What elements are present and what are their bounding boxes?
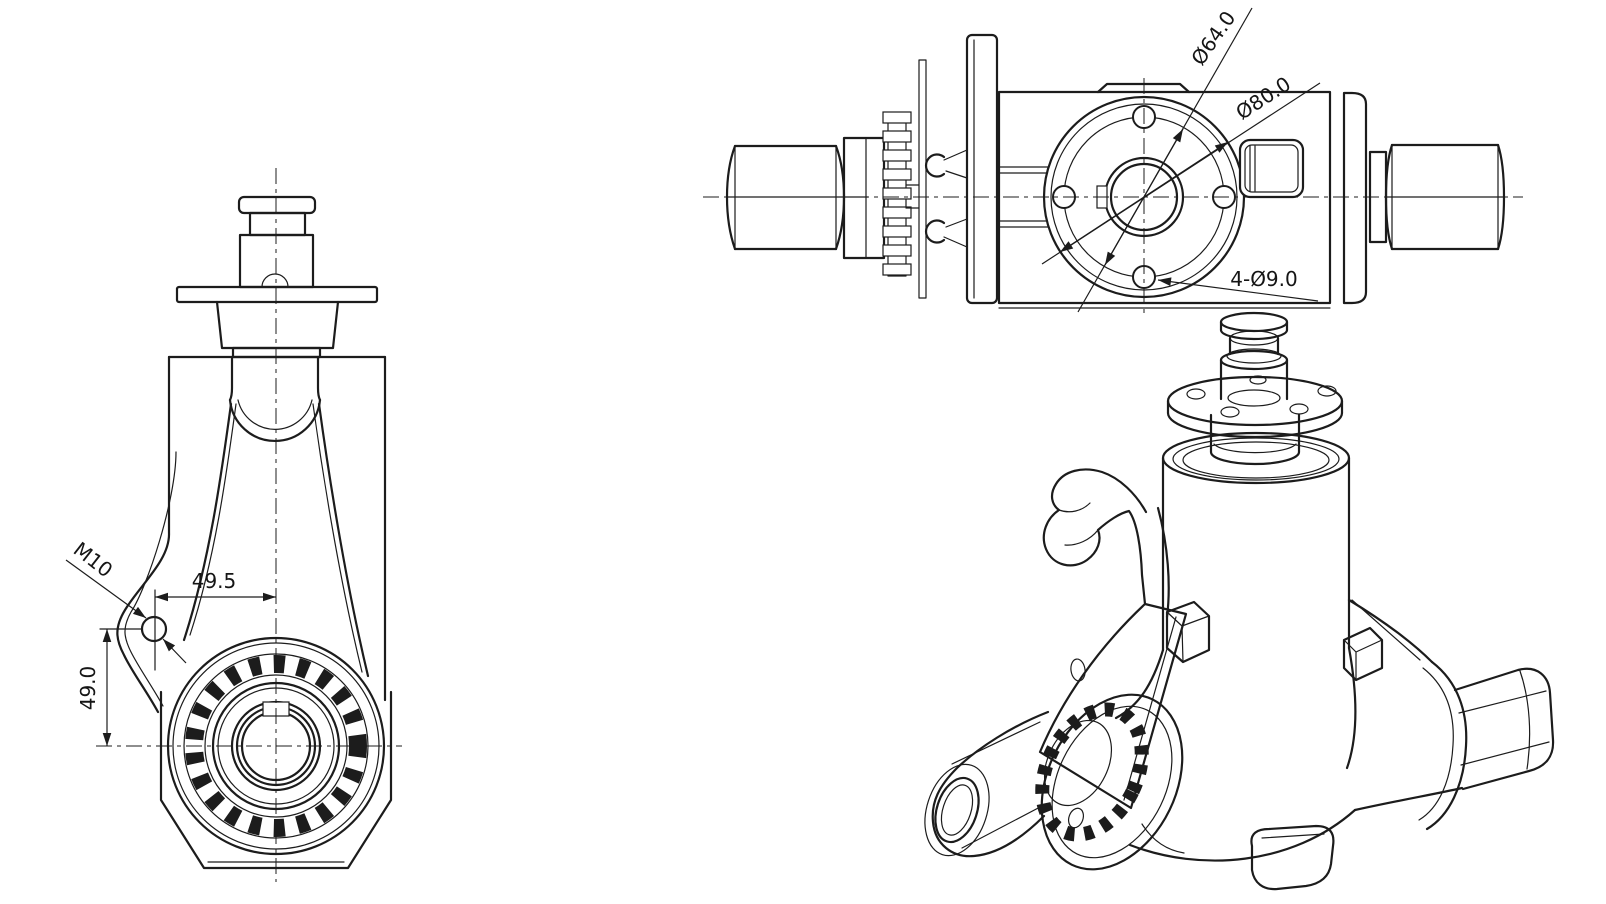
top-view: Ø64.0 Ø80.0 4-Ø9.0 xyxy=(703,6,1523,318)
m10-label: M10 xyxy=(69,537,117,582)
dimension-m10-thread: M10 xyxy=(65,537,187,664)
height-label: 49.0 xyxy=(76,666,100,711)
iso-cylinder xyxy=(1114,413,1357,770)
dimension-bolt-holes: 4-Ø9.0 xyxy=(1157,267,1319,302)
top-outlet-port xyxy=(1238,138,1305,199)
iso-lever xyxy=(1042,468,1170,619)
isometric-view xyxy=(924,311,1555,891)
iso-rear-lug xyxy=(1342,626,1384,682)
m10-hole xyxy=(140,615,168,643)
front-flange xyxy=(175,285,379,304)
iso-flange xyxy=(1166,375,1344,439)
front-view: M10 49.5 49.0 xyxy=(65,168,402,882)
iso-shaft-bore xyxy=(934,776,980,844)
front-body-left-edge xyxy=(116,355,171,714)
top-bracket-plate xyxy=(965,33,999,305)
iso-gear xyxy=(1035,693,1184,871)
top-end-disc xyxy=(1342,91,1368,305)
iso-plunger xyxy=(1219,311,1289,401)
front-view-part xyxy=(99,195,393,870)
top-collar xyxy=(842,136,886,260)
front-cap-stem xyxy=(248,211,307,237)
flange-diameter-label: Ø80.0 xyxy=(1231,72,1295,125)
iso-clamp-tab xyxy=(1165,600,1211,664)
iso-hex-shaft xyxy=(924,710,1050,858)
top-washer-plate xyxy=(918,59,927,299)
top-gear-side xyxy=(882,111,912,277)
dimension-height-49-0: 49.0 xyxy=(76,629,112,746)
iso-lower-body xyxy=(1128,598,1464,862)
bolt-circle-label: Ø64.0 xyxy=(1186,6,1240,69)
top-spring-clips xyxy=(924,149,968,248)
dimension-width-49-5: 49.5 xyxy=(155,569,276,602)
iso-bottom-lug xyxy=(1250,824,1335,891)
top-body-block xyxy=(997,90,1332,305)
iso-outlet-fitting xyxy=(1418,660,1555,831)
bolt-holes-label: 4-Ø9.0 xyxy=(1230,267,1298,291)
top-view-part xyxy=(725,33,1506,309)
iso-plate-hole xyxy=(1070,658,1086,682)
front-cap xyxy=(237,195,317,215)
width-label: 49.5 xyxy=(192,569,237,593)
